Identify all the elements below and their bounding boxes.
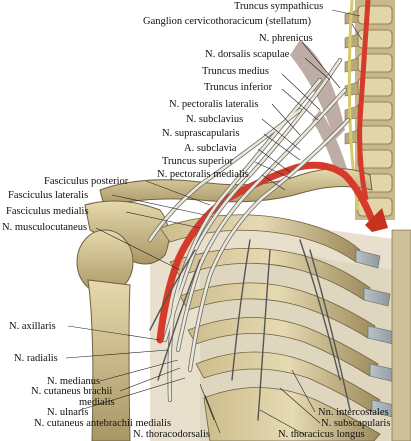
leader-lines [65, 9, 363, 436]
label-n-subscapularis: N. subscapularis [321, 418, 391, 429]
label-n-cutaneus-brachii: N. cutaneus brachii [31, 386, 113, 397]
ribs [159, 214, 381, 441]
label-a-subclavia: A. subclavia [184, 143, 237, 154]
label-nn-intercostales: Nn. intercostales [318, 407, 389, 418]
label-n-pectoralis-medialis: N. pectoralis medialis [157, 169, 249, 180]
label-n-musculocutaneus: N. musculocutaneus [2, 222, 88, 233]
label-truncus-inferior: Truncus inferior [204, 82, 273, 93]
subclavian-artery [156, 0, 388, 344]
label-truncus-medius: Truncus medius [202, 66, 269, 77]
label-n-medianus: N. medianus [47, 376, 101, 387]
label-n-thoracicus-longus: N. thoracicus longus [278, 429, 365, 440]
vertebral-column [344, 0, 395, 220]
label-n-suprascapularis: N. suprascapularis [162, 128, 240, 139]
label-fasciculus-medialis: Fasciculus medialis [6, 206, 89, 217]
label-ganglion-cervicothoracicum: Ganglion cervicothoracicum (stellatum) [143, 16, 311, 27]
label-n-subclavius: N. subclavius [186, 114, 244, 125]
label-n-ulnaris: N. ulnaris [47, 407, 89, 418]
brachial-plexus-nerves [147, 57, 351, 421]
label-n-radialis: N. radialis [14, 353, 58, 364]
label-fasciculus-lateralis: Fasciculus lateralis [8, 190, 89, 201]
label-n-pectoralis-lateralis: N. pectoralis lateralis [169, 99, 259, 110]
label-truncus-sympathicus: Truncus sympathicus [234, 1, 324, 12]
label-medialis: medialis [79, 397, 115, 408]
label-n-axillaris: N. axillaris [9, 321, 56, 332]
humerus [76, 229, 134, 441]
label-truncus-superior: Truncus superior [162, 156, 234, 167]
label-n-phrenicus: N. phrenicus [259, 33, 313, 44]
label-n-thoracodorsalis: N. thoracodorsalis [133, 429, 210, 440]
label-fasciculus-posterior: Fasciculus posterior [44, 176, 129, 187]
sternum [391, 229, 411, 441]
label-n-dorsalis-scapulae: N. dorsalis scapulae [205, 49, 290, 60]
label-n-cutaneus-antebrachii-medialis: N. cutaneus antebrachii medialis [34, 418, 172, 429]
